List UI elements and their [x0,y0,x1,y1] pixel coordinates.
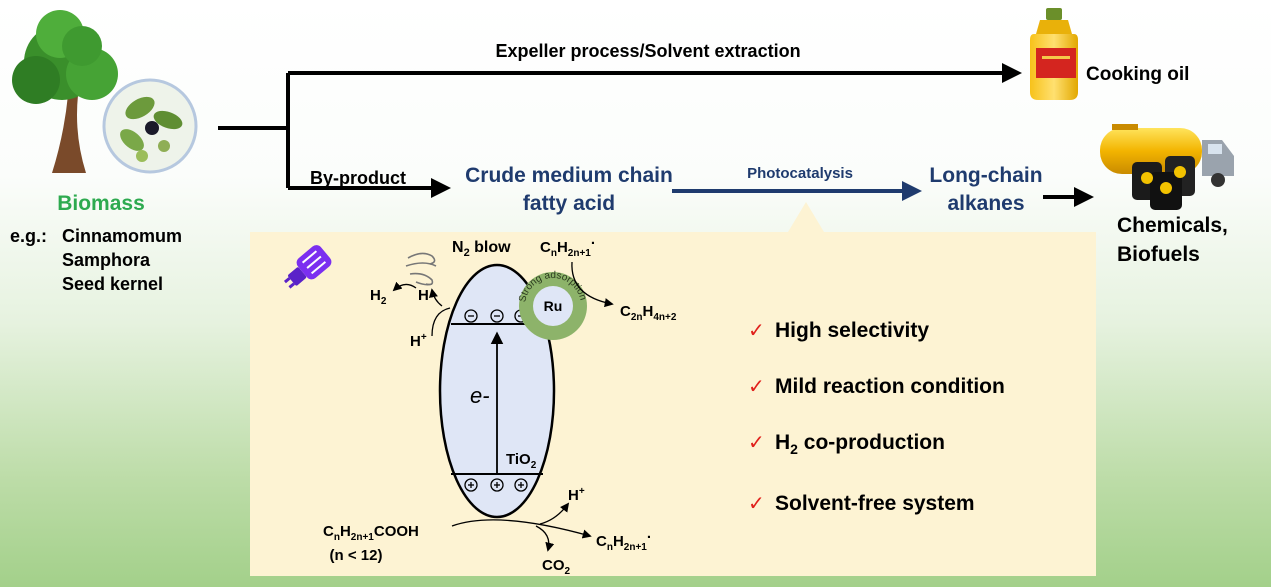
advantage-item: Solvent-free system [775,492,975,515]
example-line-2: Samphora [62,250,151,270]
h-atom-label: H [418,287,429,304]
proton-reduction-curve [431,307,451,337]
tio2-label: TiO2 [506,451,537,471]
ru-core [533,286,573,326]
electron-label: e- [470,383,490,408]
advantage-item: Mild reaction condition [775,375,1005,398]
check-icon: ✓ [748,318,765,342]
cooking-oil-label: Cooking oil [1086,64,1189,85]
product-line-1: Long-chain [929,164,1042,187]
proton-release-arrow [539,502,570,525]
advantages-list: ✓ High selectivity ✓ Mild reaction condi… [748,318,1005,515]
biomass-title: Biomass [57,192,145,215]
extraction-process-label: Expeller process/Solvent extraction [495,41,800,61]
h2-evolution-arrow [392,281,417,292]
wind-icon [405,252,437,286]
photocatalysis-label: Photocatalysis [747,165,853,182]
final-line-1: Chemicals, [1117,214,1228,237]
hole-symbols [464,478,528,492]
oil-bottle-icon [1030,8,1078,100]
check-icon: ✓ [748,491,765,515]
coupling-arrow [571,261,614,308]
decarboxylation-arrow [451,519,592,539]
oil-barrels-icon [1132,156,1195,210]
uv-lamp-icon [283,245,332,289]
tree-icon [12,10,118,173]
final-line-2: Biofuels [1117,243,1200,266]
proton-reduction-arrow [428,288,443,307]
ru-label: Ru [544,298,563,314]
co2-label: CO2 [542,557,571,577]
co2-release-arrow [535,525,555,552]
feedstock-line-1: Crude medium chain [465,164,673,187]
advantage-item: H2 co-production [775,431,945,457]
example-prefix: e.g.: [10,226,47,246]
seed-branch-icon [102,78,198,174]
h-plus-bottom-label: H+ [568,486,585,504]
h-plus-top-label: H+ [410,332,427,350]
check-icon: ✓ [748,430,765,454]
alkane-product-label: C2nH4n+2 [620,303,677,323]
n2-blow-label: N2 blow [452,239,511,259]
check-icon: ✓ [748,374,765,398]
example-line-3: Seed kernel [62,274,163,294]
example-line-1: Cinnamomum [62,226,182,246]
byproduct-label: By-product [310,168,406,188]
product-line-2: alkanes [947,192,1024,215]
advantage-item: High selectivity [775,319,929,342]
h2-label: H2 [370,287,387,307]
radical-bottom-label: CnH2n+1· [596,529,652,553]
flow-lines [218,63,1094,207]
fatty-acid-label: CnH2n+1COOH [323,523,419,543]
feedstock-line-2: fatty acid [523,192,615,215]
chain-length-condition: (n < 12) [330,547,383,564]
radical-top-label: CnH2n+1· [540,235,596,259]
